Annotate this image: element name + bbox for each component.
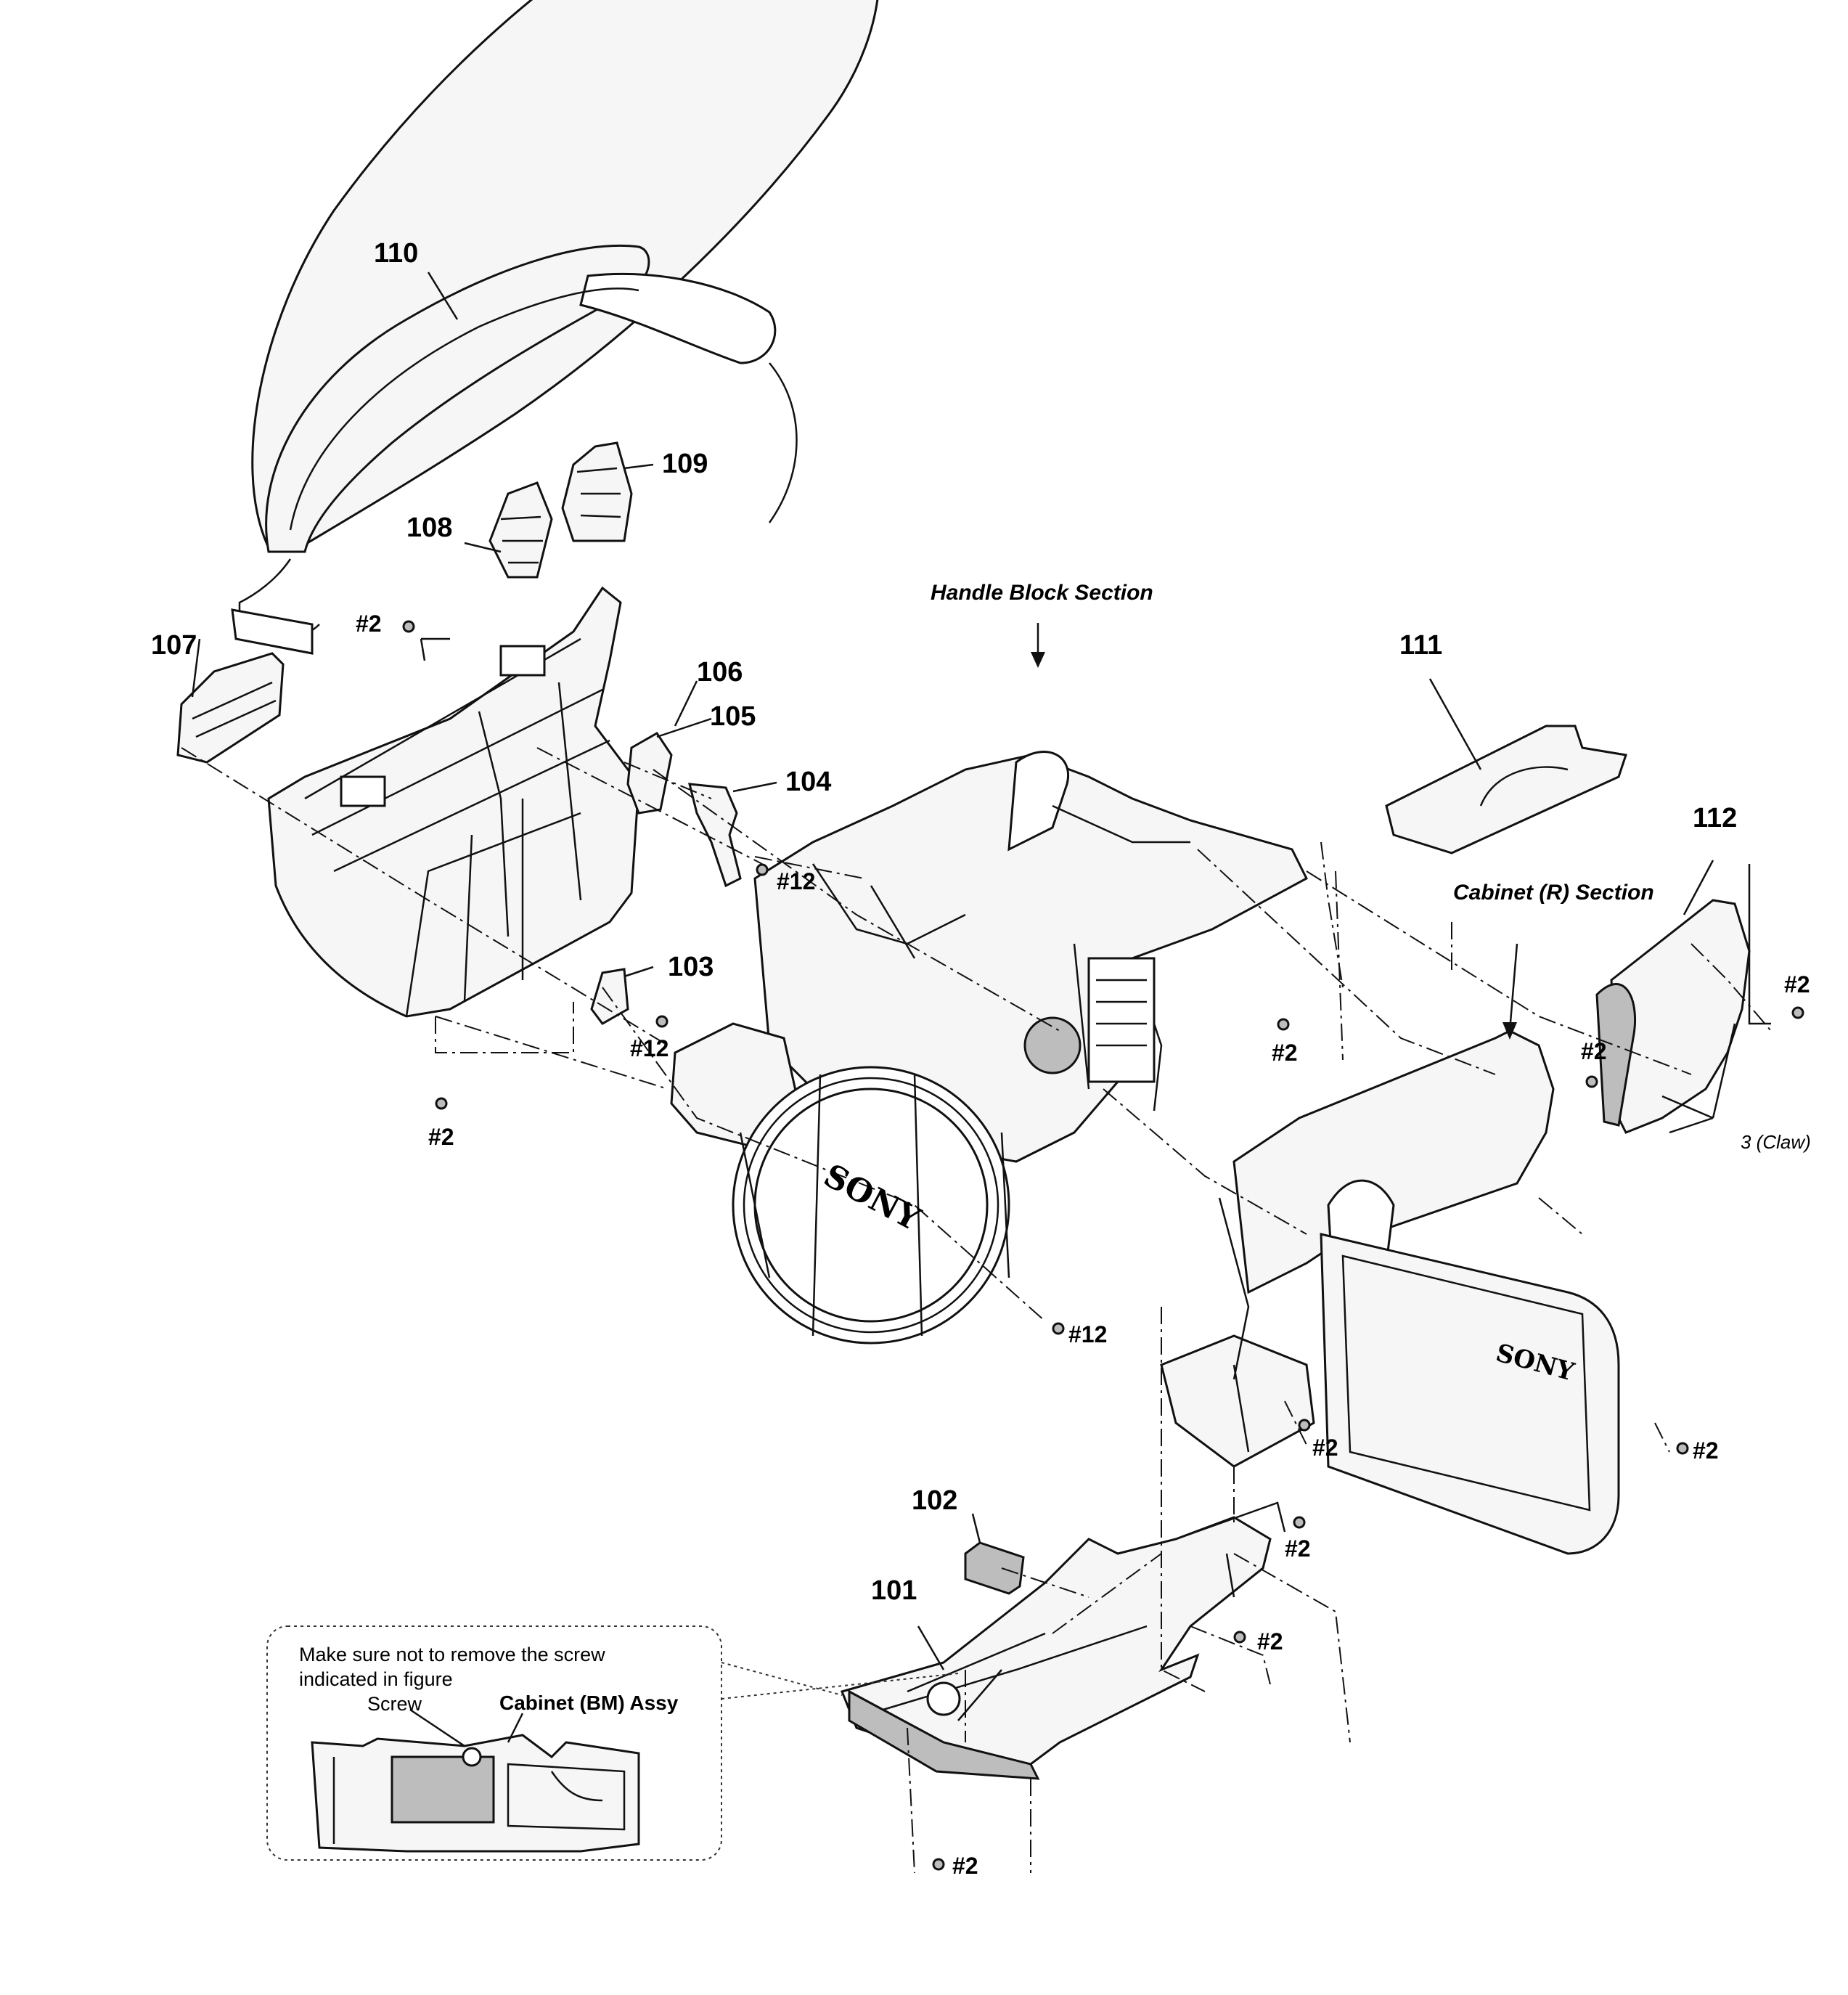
assembly-leader-lines [181, 747, 1772, 1874]
inset-note-line-1: Make sure not to remove the screw [299, 1644, 605, 1665]
block-part-102 [964, 1541, 1025, 1595]
part-label-102: 102 [912, 1485, 958, 1516]
part-label-109: 109 [662, 449, 708, 479]
part-label-110: 110 [374, 238, 419, 269]
part-label-106: 106 [697, 657, 743, 688]
side-cover-part-107 [176, 652, 285, 764]
part-label-105: 105 [710, 701, 756, 732]
part-label-108: 108 [406, 513, 453, 543]
handle-block-section-label: Handle Block Section [931, 581, 1153, 605]
part-label-103: 103 [668, 952, 714, 982]
screw-label-2-g: #2 [1693, 1437, 1719, 1464]
screw-label-2-h: #2 [1285, 1535, 1311, 1562]
part-label-101: 101 [871, 1575, 917, 1606]
screw-label-12-a: #12 [777, 868, 816, 894]
right-cover-part-112 [1595, 899, 1751, 1134]
screw-icons [402, 620, 1804, 1871]
claw-note: 3 (Claw) [1741, 1131, 1811, 1153]
screw-label-2-e: #2 [1784, 971, 1810, 998]
screw-label-2-c: #2 [1272, 1040, 1298, 1066]
cabinet-r-arrow [1502, 1022, 1517, 1040]
cabinet-r-lcd-block [1160, 1029, 1620, 1555]
part-label-111: 111 [1399, 630, 1443, 661]
screw-label-2-a: #2 [356, 611, 382, 637]
part-label-112: 112 [1693, 803, 1738, 833]
cap-part-108 [488, 481, 553, 579]
cabinet-r-section-label: Cabinet (R) Section [1453, 881, 1654, 905]
inset-cabinet-bm-label: Cabinet (BM) Assy [499, 1692, 679, 1714]
screw-label-2-b: #2 [428, 1124, 454, 1150]
label-leaders [191, 272, 1771, 1670]
bottom-cabinet-part-101 [840, 1516, 1272, 1780]
bracket-part-105 [626, 732, 673, 815]
screw-label-2-j: #2 [952, 1853, 978, 1879]
screw-label-2-i: #2 [1257, 1628, 1283, 1655]
left-cabinet-part-106 [267, 586, 640, 1018]
part-label-107: 107 [151, 630, 197, 661]
inset-note-box [266, 1625, 959, 1861]
grip-belt-part-110 [231, 0, 879, 655]
plate-part-111 [1385, 725, 1627, 854]
inset-note-line-2: indicated in figure [299, 1668, 453, 1690]
part-label-104: 104 [785, 767, 832, 797]
screw-label-2-f: #2 [1312, 1435, 1338, 1461]
main-body-handle-block [670, 751, 1308, 1345]
bracket-part-104 [688, 783, 742, 888]
inset-screw-label: Screw [367, 1693, 422, 1715]
screw-label-12-c: #12 [1068, 1321, 1108, 1347]
screw-label-12-b: #12 [630, 1035, 669, 1061]
cap-part-109 [561, 441, 633, 542]
screw-label-2-d: #2 [1581, 1038, 1607, 1064]
handle-block-arrow [1031, 652, 1045, 668]
